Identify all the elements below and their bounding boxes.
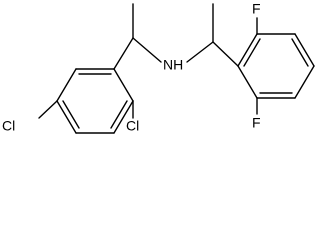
right-side-chain — [186, 3, 239, 67]
fluorine-top-label: F — [252, 1, 261, 17]
bond — [113, 100, 134, 134]
double-bond-inner — [243, 38, 261, 67]
left-side-chain — [38, 3, 162, 119]
amine-label: NH — [163, 57, 183, 73]
bond — [113, 68, 134, 102]
bond — [186, 41, 214, 63]
bond — [294, 33, 315, 67]
bond — [237, 65, 258, 99]
chemical-structure: NH Cl Cl F F — [2, 1, 315, 134]
chlorine-ortho-label: Cl — [126, 118, 139, 134]
chlorine-para-label: Cl — [2, 118, 15, 134]
dichlorophenyl-ring — [56, 68, 134, 134]
bond — [132, 37, 162, 63]
double-bond-inner — [62, 100, 80, 129]
bond — [56, 68, 77, 102]
bond — [212, 41, 239, 67]
double-bond-inner — [110, 100, 128, 129]
bond — [113, 37, 134, 70]
double-bond-inner — [291, 38, 309, 67]
bond — [294, 65, 315, 99]
fluorine-bottom-label: F — [252, 115, 261, 131]
difluorophenyl-ring — [237, 17, 315, 115]
bond — [237, 33, 258, 67]
bond — [38, 100, 58, 119]
bond — [56, 100, 77, 134]
